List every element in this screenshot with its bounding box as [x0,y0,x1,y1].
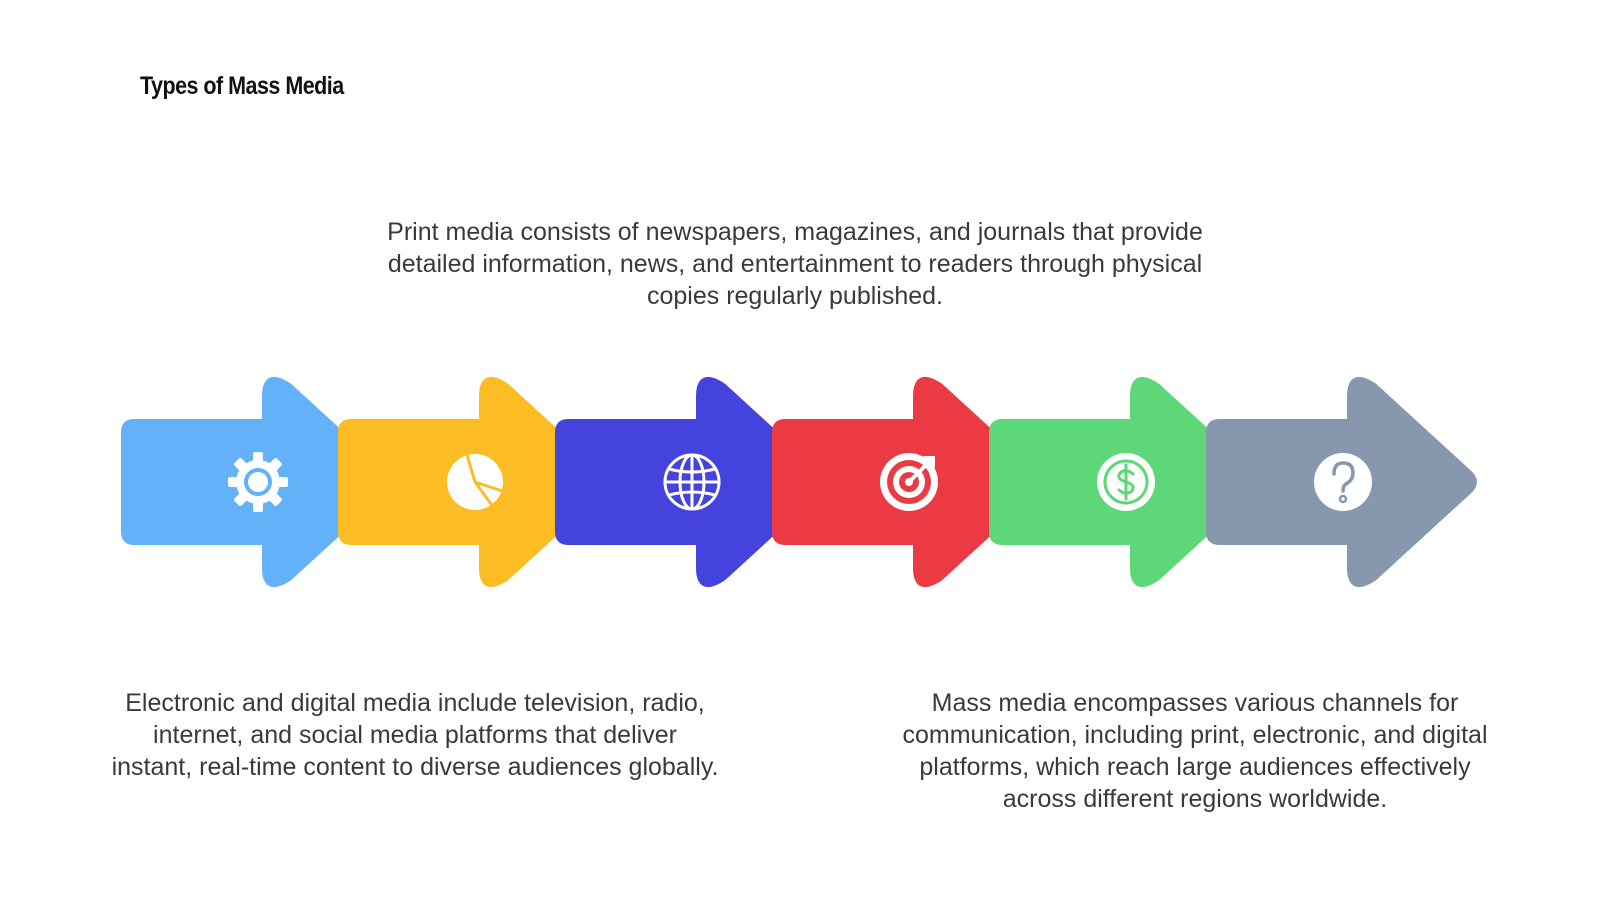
description-bottom-right: Mass media encompasses various channels … [902,689,1488,813]
target-icon [880,453,938,511]
description-top: Print media consists of newspapers, maga… [387,218,1203,310]
pie-chart-icon [447,453,504,510]
arrow-step-6 [1206,376,1477,588]
question-mark-icon [1314,453,1372,511]
gear-icon [228,452,288,512]
dollar-coin-icon [1097,453,1155,511]
arrow-step-4 [772,376,1043,588]
page-title: Types of Mass Media [140,72,344,100]
arrow-step-2 [338,376,609,588]
globe-icon [663,453,721,511]
arrow-step-1 [121,376,392,588]
arrow-step-3 [555,376,826,588]
description-bottom-left: Electronic and digital media include tel… [111,689,719,781]
arrow-step-5 [989,376,1260,588]
